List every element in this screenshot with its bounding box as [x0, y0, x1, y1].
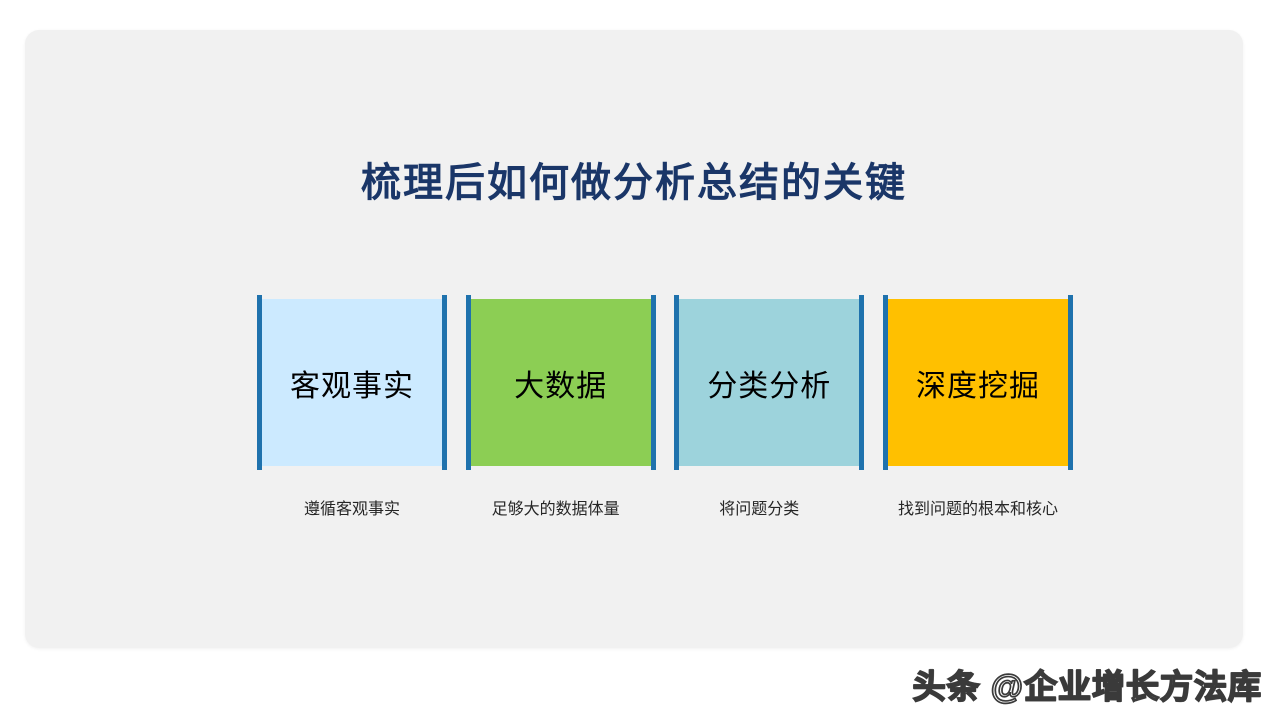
concept-caption-4: 找到问题的根本和核心	[897, 501, 1058, 518]
concept-block-4-label: 深度挖掘	[915, 369, 1040, 403]
concept-block-4-right-bar	[1067, 295, 1073, 470]
concept-caption-3: 将问题分类	[719, 501, 800, 518]
concept-block-2-right-bar	[650, 295, 656, 470]
concept-block-2-label: 大数据	[514, 369, 608, 403]
concept-block-1-left-bar	[257, 295, 262, 470]
concept-block-3-label: 分类分析	[707, 369, 832, 403]
concept-block-1-fill	[262, 299, 442, 466]
concept-block-1-label: 客观事实	[290, 369, 414, 403]
page-title: 梳理后如何做分析总结的关键	[361, 161, 907, 205]
concept-block-4-fill	[887, 299, 1068, 466]
concept-block-3[interactable]: 分类分析	[674, 295, 865, 470]
watermark: 头条 @企业增长方法库	[912, 667, 1262, 706]
concept-block-4-left-bar	[882, 295, 888, 470]
concept-block-1[interactable]: 客观事实	[257, 295, 447, 470]
concept-block-4[interactable]: 深度挖掘	[882, 295, 1073, 470]
concept-captions-row: 遵循客观事实 足够大的数据体量 将问题分类 找到问题的根本和核心	[257, 495, 1073, 519]
concept-caption-2: 足够大的数据体量	[491, 501, 620, 518]
concept-block-2[interactable]: 大数据	[465, 295, 656, 470]
concept-blocks-row: 客观事实 大数据 分类分析 深度挖掘	[257, 295, 1073, 470]
concept-block-2-left-bar	[465, 295, 471, 470]
slide-card: 梳理后如何做分析总结的关键 客观事实 大数据 分类分析	[25, 30, 1243, 648]
concept-caption-1: 遵循客观事实	[303, 501, 400, 518]
concept-block-1-right-bar	[442, 295, 447, 470]
concept-block-3-fill	[679, 299, 860, 466]
concept-block-3-left-bar	[674, 295, 680, 470]
concept-block-2-fill	[470, 299, 651, 466]
concept-block-3-right-bar	[859, 295, 865, 470]
